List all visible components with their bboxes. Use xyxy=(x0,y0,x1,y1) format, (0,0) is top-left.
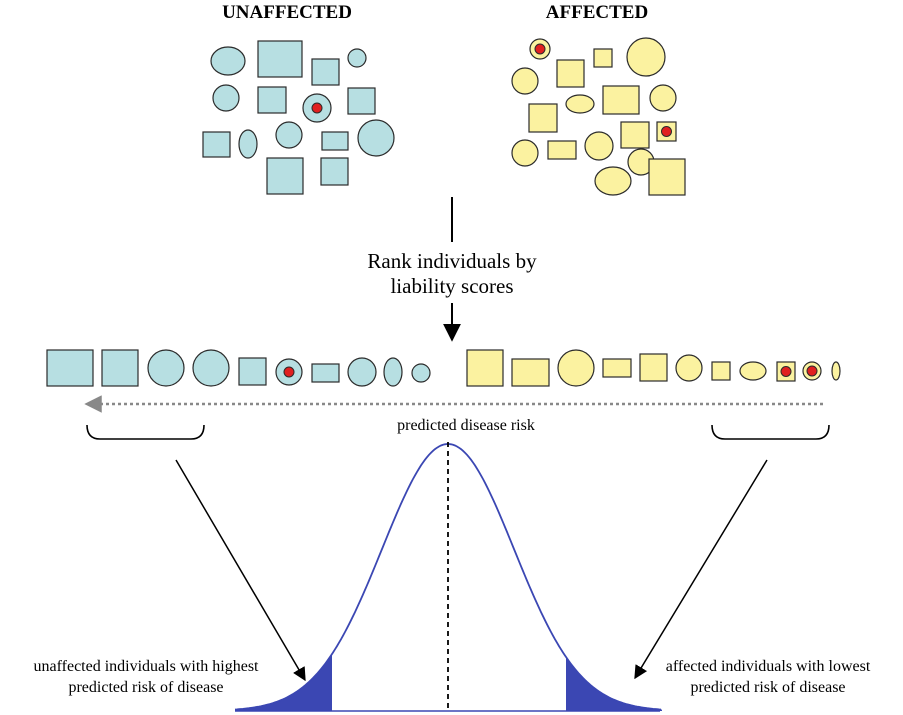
unaffected-title: UNAFFECTED xyxy=(222,2,352,23)
unaffected-individual-circle xyxy=(347,48,367,68)
ranked-individual-square xyxy=(238,357,267,386)
affected-individual-circle xyxy=(511,67,539,95)
ranked-individual-square xyxy=(311,363,340,383)
affected-individual-square xyxy=(648,158,686,196)
left-bracket xyxy=(86,424,205,440)
affected-individual-circle xyxy=(584,131,614,161)
unaffected-individual-circle xyxy=(275,121,303,149)
ranked-individual-circle xyxy=(347,357,377,387)
ranked-individual-circle xyxy=(557,349,595,387)
unaffected-individual-circle xyxy=(357,119,395,157)
left-pointer-arrow xyxy=(175,459,306,682)
ranked-individual-square xyxy=(466,349,504,387)
ranked-individual-circle xyxy=(675,354,703,382)
ranked-individual-square xyxy=(711,361,731,381)
marker-dot xyxy=(534,43,546,55)
marker-dot xyxy=(661,126,672,137)
unaffected-individual-square xyxy=(320,157,349,186)
unaffected-individual-square xyxy=(257,40,303,78)
right-caption-line2: predicted risk of disease xyxy=(690,679,845,696)
right-pointer-arrow xyxy=(634,459,768,680)
affected-individual-circle xyxy=(626,37,666,77)
ranked-individual-circle xyxy=(147,349,185,387)
rank-label-line2: liability scores xyxy=(390,274,513,298)
right-tail-shaded xyxy=(566,657,662,711)
marker-dot xyxy=(806,365,818,377)
affected-individual-square xyxy=(593,48,613,68)
ranked-affected-row xyxy=(466,349,841,387)
ranked-individual-square xyxy=(602,358,632,378)
marker-dot xyxy=(780,366,792,377)
unaffected-individual-circle xyxy=(210,46,246,76)
affected-cluster xyxy=(511,37,686,196)
liability-distribution xyxy=(234,442,662,712)
affected-individual-square xyxy=(620,121,650,149)
ranked-individual-square xyxy=(511,358,550,387)
left-caption-line1: unaffected individuals with highest xyxy=(34,658,260,675)
ranked-individual-square xyxy=(639,353,668,382)
affected-individual-circle xyxy=(511,139,539,167)
unaffected-individual-square xyxy=(257,86,287,114)
unaffected-individual-square xyxy=(321,131,349,151)
affected-individual-circle xyxy=(565,94,595,114)
marker-dot xyxy=(283,366,295,378)
risk-axis-label: predicted disease risk xyxy=(397,417,535,434)
unaffected-individual-square xyxy=(347,87,376,115)
unaffected-cluster xyxy=(202,40,395,195)
unaffected-individual-square xyxy=(266,157,304,195)
rank-label-line1: Rank individuals by xyxy=(367,249,537,273)
affected-individual-square xyxy=(602,85,640,115)
ranked-individual-square xyxy=(46,349,94,387)
affected-individual-square xyxy=(547,140,577,160)
ranked-unaffected-row xyxy=(46,349,431,387)
ranked-individual-circle xyxy=(383,357,403,387)
right-bracket xyxy=(711,424,830,440)
left-caption-line2: predicted risk of disease xyxy=(68,679,223,696)
unaffected-individual-square xyxy=(202,131,231,158)
ranked-individual-circle xyxy=(192,349,230,387)
affected-individual-square xyxy=(556,59,585,88)
right-caption-line1: affected individuals with lowest xyxy=(666,658,871,675)
unaffected-individual-square xyxy=(311,58,340,86)
affected-individual-circle xyxy=(594,166,632,196)
affected-individual-circle xyxy=(649,84,677,112)
left-tail-shaded xyxy=(235,654,332,711)
affected-individual-square xyxy=(528,103,558,133)
unaffected-individual-circle xyxy=(212,84,240,112)
ranked-individual-square xyxy=(101,349,139,387)
unaffected-individual-circle xyxy=(238,129,258,159)
affected-title: AFFECTED xyxy=(546,2,648,23)
ranked-individual-circle xyxy=(739,361,767,381)
ranked-individual-circle xyxy=(411,363,431,383)
marker-dot xyxy=(311,102,323,114)
ranked-individual-circle xyxy=(831,361,841,381)
